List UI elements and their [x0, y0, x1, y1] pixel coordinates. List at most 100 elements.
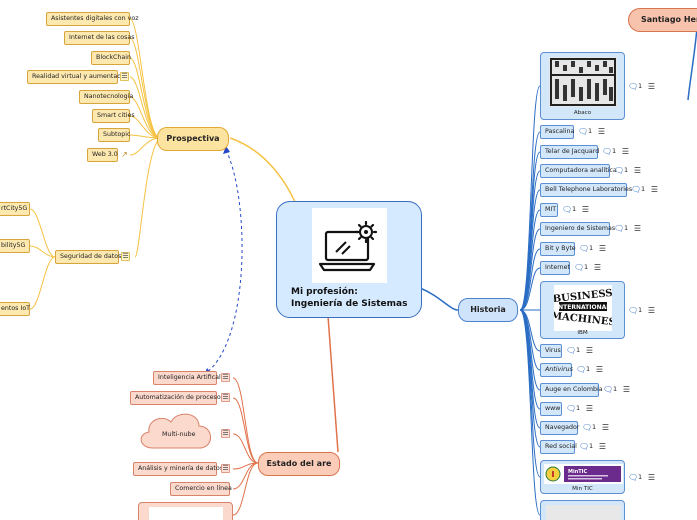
- subtopic-analisis-datos[interactable]: Análisis y minería de datos: [133, 462, 223, 476]
- comment-count: 1: [588, 127, 593, 135]
- historia-item[interactable]: Telar de Jacquard: [540, 145, 599, 159]
- subtopic-smart-cities[interactable]: Smart cities: [92, 109, 135, 123]
- topic-prospectiva[interactable]: Prospectiva: [157, 127, 229, 151]
- subtopic-blockchain[interactable]: BlockChain: [91, 51, 131, 65]
- comment-icon[interactable]: 🗨: [614, 166, 625, 175]
- notes-icon[interactable]: ☰: [221, 464, 230, 473]
- subtopic-smartcity-5g[interactable]: rtCity5G: [0, 202, 30, 216]
- subtopic-web3[interactable]: Web 3.0: [87, 148, 118, 162]
- comment-icon[interactable]: 🗨: [566, 346, 577, 355]
- comment-icon[interactable]: 🗨: [579, 442, 590, 451]
- notes-icon[interactable]: ☰: [585, 404, 594, 413]
- subtopic-mobility-5g[interactable]: bility5G: [0, 239, 30, 253]
- notes-icon[interactable]: ☰: [601, 423, 610, 432]
- notes-icon[interactable]: ☰: [221, 373, 230, 382]
- caption-mintic: Min TIC: [572, 486, 593, 492]
- comment-icon[interactable]: 🗨: [578, 127, 589, 136]
- notes-icon[interactable]: ☰: [597, 127, 606, 136]
- notes-icon[interactable]: ☰: [622, 385, 631, 394]
- notes-icon[interactable]: ☰: [633, 224, 642, 233]
- subtopic-seguridad-datos[interactable]: Seguridad de datos: [55, 250, 121, 264]
- comment-icon[interactable]: 🗨: [628, 473, 639, 482]
- laptop-gear-icon: [312, 208, 387, 283]
- comment-count: 1: [612, 147, 617, 155]
- subtopic-automatizacion[interactable]: Automatización de procesos: [130, 391, 224, 405]
- historia-item[interactable]: www: [540, 402, 562, 416]
- comment-count: 1: [638, 82, 643, 90]
- comment-count: 1: [576, 404, 581, 412]
- notes-icon[interactable]: ☰: [633, 166, 642, 175]
- comment-icon[interactable]: 🗨: [631, 185, 642, 194]
- comment-icon[interactable]: 🗨: [566, 404, 577, 413]
- notes-icon[interactable]: ☰: [647, 82, 656, 91]
- notes-icon[interactable]: ☰: [595, 365, 604, 374]
- notes-icon[interactable]: ☰: [598, 442, 607, 451]
- subtopic-generic[interactable]: Subtopic: [98, 128, 131, 142]
- comment-icon[interactable]: 🗨: [582, 423, 593, 432]
- notes-icon[interactable]: ☰: [221, 429, 230, 438]
- topic-estado-arte[interactable]: Estado del are: [258, 452, 340, 476]
- caption-ibm: IBM: [577, 330, 588, 336]
- comment-icon[interactable]: 🗨: [576, 365, 587, 374]
- comment-count: 1: [641, 185, 646, 193]
- notes-icon[interactable]: ☰: [647, 473, 656, 482]
- historia-item[interactable]: Virus: [540, 344, 562, 358]
- historia-item[interactable]: Bit y Byte: [540, 242, 576, 256]
- svg-text:INTERNATIONAL: INTERNATIONAL: [556, 304, 610, 311]
- central-topic[interactable]: Mi profesión: Ingeniería de Sistemas: [276, 201, 422, 318]
- historia-item[interactable]: Red social: [540, 440, 577, 454]
- subtopic-asistentes-voz[interactable]: Asistentes digitales con voz: [46, 12, 139, 26]
- historia-item[interactable]: MIT: [540, 203, 558, 217]
- comment-icon[interactable]: 🗨: [603, 385, 614, 394]
- notes-icon[interactable]: ☰: [621, 147, 630, 156]
- subtopic-nanotecnologia[interactable]: Nanotecnología: [79, 90, 133, 104]
- image-card-ibm[interactable]: BUSINESS INTERNATIONAL MACHINES IBM: [540, 281, 625, 339]
- historia-item[interactable]: Auge en Colombia: [540, 383, 603, 397]
- historia-item[interactable]: Navegador: [540, 421, 579, 435]
- subtopic-iot[interactable]: entos IoT: [0, 302, 30, 316]
- comment-icon[interactable]: 🗨: [579, 244, 590, 253]
- notes-icon[interactable]: ☰: [593, 263, 602, 272]
- image-card-estado-partial[interactable]: [138, 502, 233, 520]
- historia-item[interactable]: Ingeniero de Sistemas: [540, 222, 615, 236]
- ibm-logo-image: BUSINESS INTERNATIONAL MACHINES: [554, 285, 612, 331]
- central-title-line1: Mi profesión:: [291, 287, 358, 297]
- comment-count: 1: [624, 224, 629, 232]
- subtopic-inteligencia-artificial[interactable]: Inteligencia Artifical: [153, 371, 221, 385]
- subtopic-comercio-linea[interactable]: Comercio en línea: [170, 482, 232, 496]
- comment-count: 1: [586, 365, 591, 373]
- notes-icon[interactable]: ☰: [120, 72, 129, 81]
- comment-icon[interactable]: 🗨: [574, 263, 585, 272]
- image-card-mintic[interactable]: MinTIC Min TIC: [540, 460, 625, 494]
- notes-icon[interactable]: ☰: [598, 244, 607, 253]
- notes-icon[interactable]: ☰: [581, 205, 590, 214]
- topic-santiago[interactable]: Santiago Hena: [628, 8, 697, 32]
- comment-icon[interactable]: 🗨: [562, 205, 573, 214]
- subtopic-multi-nube[interactable]: Multi-nube: [162, 431, 196, 438]
- notes-icon[interactable]: ☰: [647, 306, 656, 315]
- historia-item[interactable]: Computadora analítica: [540, 164, 617, 178]
- topic-historia[interactable]: Historia: [458, 298, 518, 322]
- comment-icon[interactable]: 🗨: [628, 82, 639, 91]
- historia-item[interactable]: Internet: [540, 261, 570, 275]
- notes-icon[interactable]: ☰: [221, 393, 230, 402]
- comment-icon[interactable]: 🗨: [628, 306, 639, 315]
- comment-count: 1: [592, 423, 597, 431]
- comment-count: 1: [572, 205, 577, 213]
- historia-item[interactable]: Antivirus: [540, 363, 573, 377]
- comment-icon[interactable]: 🗨: [602, 147, 613, 156]
- notes-icon[interactable]: ☰: [121, 252, 130, 261]
- comment-icon[interactable]: 🗨: [614, 224, 625, 233]
- subtopic-internet-cosas[interactable]: Internet de las cosas: [64, 31, 135, 45]
- image-card-partial[interactable]: [540, 500, 625, 520]
- historia-item[interactable]: Bell Telephone Laboratories: [540, 183, 632, 197]
- image-card-abaco[interactable]: Abaco: [540, 52, 625, 120]
- historia-item[interactable]: Pascalina: [540, 125, 574, 139]
- subtopic-realidad-virtual[interactable]: Realidad virtual y aumentada: [27, 70, 125, 84]
- notes-icon[interactable]: ☰: [650, 185, 659, 194]
- mintic-logo-image: MinTIC: [544, 464, 623, 484]
- comment-count: 1: [638, 306, 643, 314]
- notes-icon[interactable]: ☰: [585, 346, 594, 355]
- external-link-icon[interactable]: ↗: [121, 150, 128, 159]
